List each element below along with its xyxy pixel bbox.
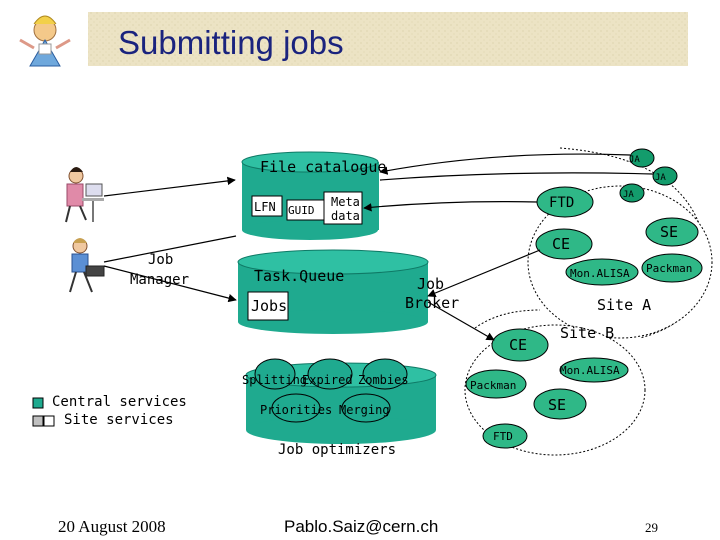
expired-label: Expired xyxy=(302,373,353,387)
task-queue-label: Task.Queue xyxy=(254,267,344,285)
ce-a-label: CE xyxy=(552,235,570,253)
connector-arrows xyxy=(103,153,654,341)
person-with-laptop-icon xyxy=(69,238,105,293)
monalisa-b-label: Mon.ALISA xyxy=(560,364,620,377)
title-band xyxy=(88,12,688,66)
footer-date: 20 August 2008 xyxy=(58,517,166,536)
job-optimizers-label: Job optimizers xyxy=(278,442,396,458)
data-label: data xyxy=(331,209,360,223)
ja-label-2: JA xyxy=(655,173,666,183)
footer-email: Pablo.Saiz@cern.ch xyxy=(284,517,438,536)
guid-label: GUID xyxy=(288,204,315,217)
site-b-label: Site B xyxy=(560,324,614,342)
splitting-label: Splitting xyxy=(242,373,307,387)
se-b-label: SE xyxy=(548,396,566,414)
footer-page-number: 29 xyxy=(645,520,658,535)
packman-a-label: Packman xyxy=(646,262,692,275)
ftd-b-label: FTD xyxy=(493,430,513,443)
job-broker-label-2: Broker xyxy=(405,294,459,312)
ce-b-label: CE xyxy=(509,336,527,354)
ja-label-3: JA xyxy=(623,190,634,200)
site-a-label: Site A xyxy=(597,296,651,314)
monalisa-a-label: Mon.ALISA xyxy=(570,267,630,280)
se-a-label: SE xyxy=(660,223,678,241)
legend-central: Central services xyxy=(52,394,187,410)
packman-b-label: Packman xyxy=(470,379,516,392)
person-at-computer-icon xyxy=(65,167,104,223)
file-catalogue-label: File catalogue xyxy=(260,158,386,176)
job-manager-label-1: Job xyxy=(148,252,173,268)
zombies-label: Zombies xyxy=(358,373,409,387)
jobs-label: Jobs xyxy=(251,297,287,315)
merging-label: Merging xyxy=(339,403,390,417)
meta-label: Meta xyxy=(331,195,360,209)
priorities-label: Priorities xyxy=(260,403,332,417)
ja-label-1: JA xyxy=(629,155,640,165)
legend-site: Site services xyxy=(64,412,174,428)
page-title: Submitting jobs xyxy=(118,24,344,61)
ftd-a-label: FTD xyxy=(549,195,574,211)
site-services-swatch xyxy=(32,415,44,427)
central-services-swatch xyxy=(32,397,44,409)
job-broker-label-1: Job xyxy=(417,275,444,293)
lfn-label: LFN xyxy=(254,200,276,214)
legend: Central services Site services xyxy=(32,394,187,428)
alice-icon xyxy=(19,15,71,67)
